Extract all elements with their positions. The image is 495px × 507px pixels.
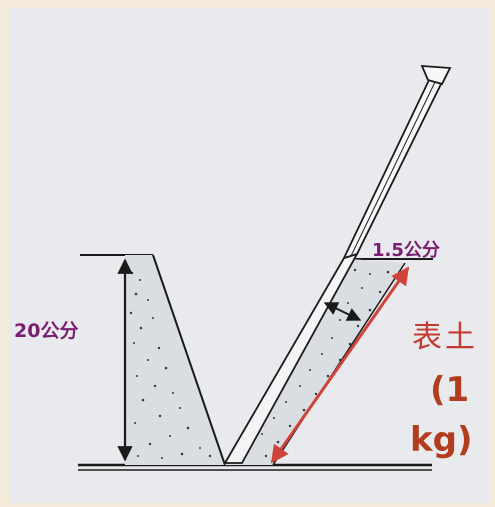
- shovel-icon: [223, 64, 452, 464]
- mass-label-line2: kg): [410, 420, 473, 460]
- diagram-frame: 20公分 1.5公分 表土 (1 kg): [10, 8, 490, 503]
- depth-label: 20公分: [14, 320, 79, 342]
- slice-width-label: 1.5公分: [372, 240, 440, 261]
- red-double-arrow-icon: [270, 266, 410, 464]
- mass-label-line1: (1: [430, 370, 470, 410]
- pit-wall-left: [152, 254, 226, 466]
- soil-wedge-left: [125, 255, 225, 465]
- topsoil-label: 表土: [412, 320, 478, 355]
- ground-line: [78, 463, 432, 471]
- soil-sampling-diagram: [78, 64, 452, 471]
